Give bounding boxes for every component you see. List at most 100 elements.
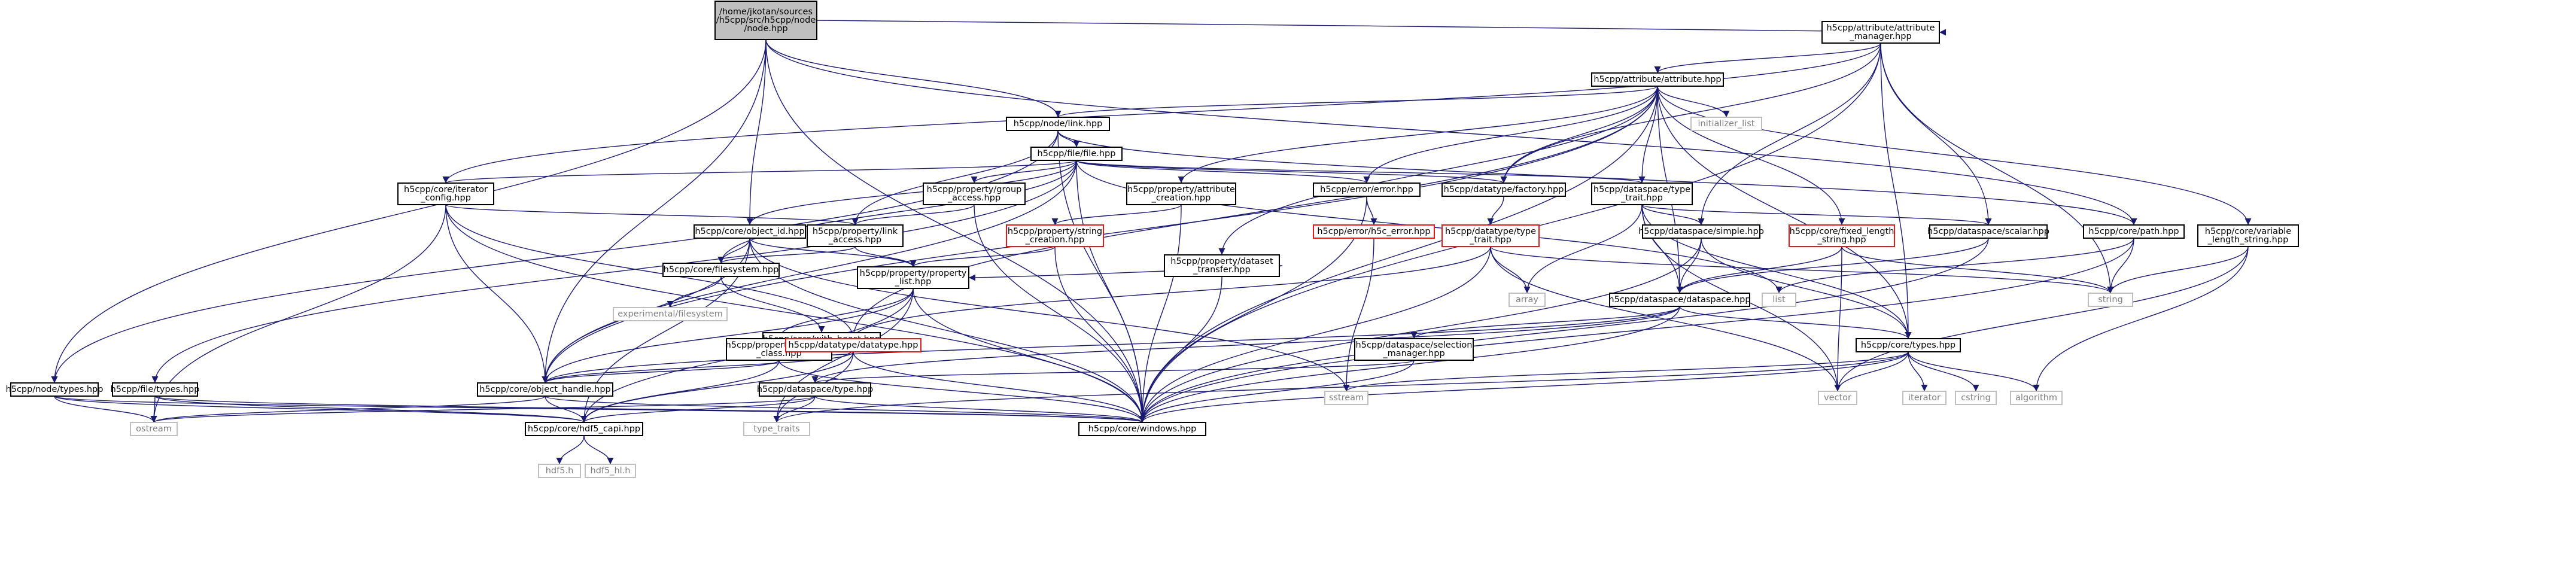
- node-error[interactable]: h5cpp/error/error.hpp: [1313, 182, 1421, 197]
- edge-n_attr-to-n_factory: [1500, 86, 1658, 184]
- edge-n_types-to-n_windows: [1139, 351, 1909, 423]
- edge-n_simple-to-n_dataspace: [1676, 238, 1702, 294]
- edge-n_attr-to-n_datatype: [850, 86, 1658, 339]
- node-label: _string.hpp: [1817, 235, 1866, 245]
- node-dstrait[interactable]: h5cpp/dataspace/type_trait.hpp: [1591, 182, 1693, 205]
- edge-n_dttrait-to-n_windows: [1139, 246, 1491, 423]
- edge-n_attr-to-n_link: [1054, 86, 1658, 118]
- node-typetraits[interactable]: type_traits: [743, 422, 810, 436]
- node-scalar[interactable]: h5cpp/dataspace/scalar.hpp: [1927, 224, 2049, 239]
- edge-n_file-to-n_windows: [1076, 160, 1146, 423]
- node-label: h5cpp/node/link.hpp: [1014, 119, 1103, 129]
- node-pattr[interactable]: h5cpp/property/attribute_creation.hpp: [1126, 182, 1236, 205]
- edge-n_pstring-to-n_windows: [1054, 246, 1146, 423]
- edge-root-to-n_link: [765, 39, 1062, 118]
- node-link[interactable]: h5cpp/node/link.hpp: [1006, 117, 1110, 131]
- node-dttrait[interactable]: h5cpp/datatype/type_trait.hpp: [1441, 224, 1540, 247]
- edge-n_scalar-to-n_windows: [1139, 238, 1989, 423]
- edge-n_dataspace-to-n_selmgr: [1410, 306, 1680, 339]
- node-h5cerr[interactable]: h5cpp/error/h5c_error.hpp: [1313, 224, 1435, 239]
- node-label: h5cpp/core/variable: [2205, 227, 2292, 236]
- node-simple[interactable]: h5cpp/dataspace/simple.hpp: [1638, 224, 1764, 239]
- node-objid[interactable]: h5cpp/core/object_id.hpp: [694, 224, 806, 239]
- node-string[interactable]: string: [2088, 293, 2133, 307]
- dependency-edges: [51, 20, 2252, 465]
- node-init[interactable]: initializer_list: [1690, 117, 1762, 131]
- node-label: /h5cpp/src/h5cpp/node: [716, 16, 816, 25]
- node-plist[interactable]: h5cpp/property/property_list.hpp: [857, 266, 969, 289]
- edge-n_dstype-to-n_typetraits: [773, 395, 816, 423]
- node-fixed[interactable]: h5cpp/core/fixed_length_string.hpp: [1789, 224, 1895, 247]
- node-label: /home/jkotan/sources: [719, 7, 813, 17]
- node-dataspace[interactable]: h5cpp/dataspace/dataspace.hpp: [1608, 293, 1751, 307]
- node-filetypes[interactable]: h5cpp/file/types.hpp: [111, 382, 200, 397]
- node-box: [2197, 224, 2299, 247]
- edge-n_scalar-to-n_dataspace: [1676, 238, 1989, 294]
- node-vector[interactable]: vector: [1818, 391, 1857, 405]
- node-cstring[interactable]: cstring: [1955, 391, 1997, 405]
- node-label: h5cpp/core/iterator: [404, 185, 488, 194]
- node-attrmgr[interactable]: h5cpp/attribute/attribute_manager.hpp: [1821, 21, 1940, 44]
- node-label: string: [2098, 295, 2123, 305]
- node-datatype[interactable]: h5cpp/datatype/datatype.hpp: [785, 338, 921, 352]
- edge-n_datatype-to-n_windows: [853, 351, 1146, 423]
- node-path[interactable]: h5cpp/core/path.hpp: [2083, 224, 2185, 239]
- node-attr[interactable]: h5cpp/attribute/attribute.hpp: [1591, 72, 1724, 87]
- node-hdf5hl[interactable]: hdf5_hl.h: [585, 464, 636, 478]
- edge-n_dstrait-to-n_simple: [1641, 204, 1705, 226]
- edge-n_attr-to-n_error: [1363, 86, 1658, 184]
- edge-n_dataspace-to-n_windows: [1139, 306, 1680, 423]
- node-label: h5cpp/dataspace/selection: [1356, 340, 1473, 350]
- node-algorithm[interactable]: algorithm: [2010, 391, 2063, 405]
- node-factory[interactable]: h5cpp/datatype/factory.hpp: [1441, 182, 1566, 197]
- node-windows[interactable]: h5cpp/core/windows.hpp: [1078, 422, 1206, 436]
- edge-n_attr-to-n_dstrait: [1638, 86, 1658, 184]
- edge-root-to-n_path: [765, 39, 2137, 226]
- node-box: [397, 182, 494, 205]
- node-label: sstream: [1329, 393, 1364, 403]
- node-box: [923, 182, 1026, 205]
- node-objhandle[interactable]: h5cpp/core/object_handle.hpp: [477, 382, 613, 397]
- node-varlen[interactable]: h5cpp/core/variable_length_string.hpp: [2197, 224, 2299, 247]
- node-label: experimental/filesystem: [618, 309, 723, 319]
- node-fs[interactable]: h5cpp/core/filesystem.hpp: [662, 263, 780, 277]
- node-iter[interactable]: h5cpp/core/iterator_config.hpp: [397, 182, 494, 205]
- edge-n_types-to-n_typetraits: [773, 351, 1909, 423]
- node-group[interactable]: h5cpp/property/group_access.hpp: [923, 182, 1026, 205]
- node-box: [1441, 224, 1540, 247]
- edge-n_filetypes-to-n_capi: [154, 395, 588, 423]
- edge-n_dataspace-to-n_types: [1679, 306, 1912, 339]
- node-list[interactable]: list: [1762, 293, 1796, 307]
- node-ostream[interactable]: ostream: [130, 422, 178, 436]
- node-types[interactable]: h5cpp/core/types.hpp: [1856, 338, 1961, 352]
- node-iterator[interactable]: iterator: [1902, 391, 1947, 405]
- node-label: h5cpp/error/error.hpp: [1320, 185, 1413, 194]
- edge-n_iter-to-n_datatype: [445, 204, 857, 339]
- node-box: [1006, 224, 1104, 247]
- node-box: [1789, 224, 1895, 247]
- node-label: h5cpp/core/filesystem.hpp: [664, 265, 779, 275]
- node-pdataset[interactable]: h5cpp/property/dataset_transfer.hpp: [1164, 254, 1280, 277]
- edge-n_varlen-to-n_vector: [1834, 246, 2249, 392]
- node-dstype[interactable]: h5cpp/dataspace/type.hpp: [757, 382, 873, 397]
- node-array[interactable]: array: [1509, 293, 1546, 307]
- node-plink[interactable]: h5cpp/property/link_access.hpp: [807, 224, 904, 247]
- root-node[interactable]: /home/jkotan/sources/h5cpp/src/h5cpp/nod…: [714, 1, 817, 40]
- edge-n_types-to-n_iterator: [1908, 351, 1928, 392]
- edge-n_filetypes-to-n_ostream: [150, 395, 157, 423]
- node-nodetypes[interactable]: h5cpp/node/types.hpp: [6, 382, 104, 397]
- node-file[interactable]: h5cpp/file/file.hpp: [1030, 147, 1123, 161]
- node-box: [1591, 72, 1724, 87]
- node-expfs[interactable]: experimental/filesystem: [613, 307, 728, 321]
- node-label: h5cpp/node/types.hpp: [6, 385, 104, 394]
- edge-n_dstype-to-n_ostream: [150, 395, 816, 423]
- node-hdf5h[interactable]: hdf5.h: [538, 464, 581, 478]
- edge-n_file-to-n_group: [971, 160, 1077, 184]
- node-capi[interactable]: h5cpp/core/hdf5_capi.hpp: [525, 422, 643, 436]
- edge-n_plist-to-n_pclass: [775, 288, 914, 339]
- node-sstream[interactable]: sstream: [1324, 391, 1368, 405]
- node-label: _access.hpp: [947, 193, 1000, 203]
- node-box: [714, 1, 817, 40]
- node-pstring[interactable]: h5cpp/property/string_creation.hpp: [1006, 224, 1104, 247]
- node-selmgr[interactable]: h5cpp/dataspace/selection_manager.hpp: [1354, 338, 1474, 361]
